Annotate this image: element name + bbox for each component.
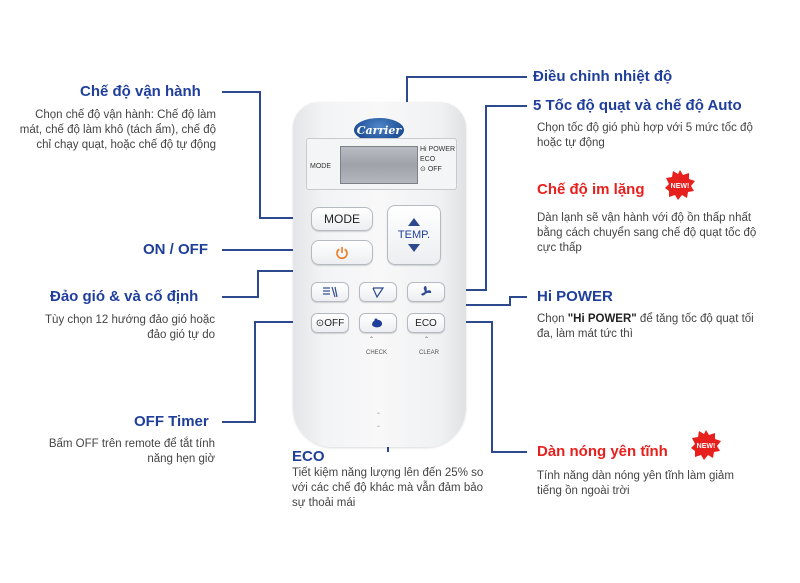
outdoor-desc: Tính năng dàn nóng yên tĩnh làm giảm tiế… xyxy=(537,469,734,499)
lcd-eco-label: ECO xyxy=(420,156,436,163)
lcd-hipower-label: Hi POWER xyxy=(420,146,455,153)
eco-desc-line: Tiết kiệm năng lượng lên đến 25% so xyxy=(292,467,484,479)
hipower-desc-pre: Chọn xyxy=(537,313,568,325)
onoff-title: ON / OFF xyxy=(143,241,208,258)
mode-desc-line: Chọn chế độ vận hành: Chế độ làm xyxy=(35,109,216,121)
remote-mark: ⌃ xyxy=(376,426,382,432)
check-arrow-icon: ⌃ xyxy=(369,337,375,343)
eco-desc: Tiết kiệm năng lượng lên đến 25% so với … xyxy=(292,466,483,511)
power-icon xyxy=(336,246,348,259)
hipower-desc-post: để tăng tốc độ quạt tối xyxy=(636,313,754,325)
fan-desc-line: hoặc tự động xyxy=(537,137,605,149)
check-label: CHECK xyxy=(366,350,388,356)
quiet-desc-line: Dàn lạnh sẽ vận hành với độ ồn thấp nhất xyxy=(537,212,752,224)
swing-title: Đảo gió & và cố định xyxy=(50,288,199,305)
temp-button[interactable]: TEMP. xyxy=(387,205,441,265)
temp-down-icon[interactable] xyxy=(408,244,420,252)
lcd-display xyxy=(340,146,418,184)
hipower-desc: Chọn "Hi POWER" để tăng tốc độ quạt tối … xyxy=(537,312,754,342)
clear-label: CLEAR xyxy=(419,350,440,356)
new-badge-icon: NEW! xyxy=(691,430,721,460)
swing-button[interactable] xyxy=(311,282,349,302)
clear-arrow-icon: ⌃ xyxy=(424,337,430,343)
fan-desc: Chọn tốc độ gió phù hợp với 5 mức tốc độ… xyxy=(537,121,753,151)
fan-icon xyxy=(421,286,432,296)
mode-desc-line: mát, chế độ làm khô (tách ẩm), chế độ xyxy=(19,124,216,136)
fan-speed-button[interactable] xyxy=(407,282,445,302)
off-timer-button[interactable]: ⊙OFF xyxy=(311,313,349,333)
outdoor-title: Dàn nóng yên tĩnh xyxy=(537,443,668,460)
lcd-mode-label: MODE xyxy=(310,163,331,170)
hipower-desc-line: đa, làm mát tức thì xyxy=(537,328,633,340)
new-badge-icon: NEW! xyxy=(665,170,695,200)
swing-desc-line: Tùy chọn 12 hướng đảo gió hoặc xyxy=(45,314,215,326)
new-badge-text: NEW! xyxy=(697,443,716,450)
new-badge-text: NEW! xyxy=(671,183,690,190)
mode-desc: Chọn chế độ vận hành: Chế độ làm mát, ch… xyxy=(20,108,216,153)
timer-desc: Bấm OFF trên remote để tắt tính năng hẹn… xyxy=(49,437,215,467)
fan-desc-line: Chọn tốc độ gió phù hợp với 5 mức tốc độ xyxy=(537,122,753,134)
temp-up-icon[interactable] xyxy=(408,218,420,226)
mode-title: Chế độ vận hành xyxy=(80,83,201,100)
mode-desc-line: chỉ chạy quạt, hoặc chế độ tự động xyxy=(36,139,216,151)
quiet-desc-line: bằng cách chuyển sang chế độ quạt tốc độ xyxy=(537,227,757,239)
hipower-title: Hi POWER xyxy=(537,288,613,305)
temp-label: TEMP. xyxy=(397,229,431,241)
eco-desc-line: sự thoải mái xyxy=(292,497,356,509)
timer-desc-line: năng hẹn giờ xyxy=(147,453,215,465)
hipower-icon xyxy=(372,318,383,328)
quiet-desc-line: cực thấp xyxy=(537,242,582,254)
mode-button[interactable]: MODE xyxy=(311,207,373,231)
eco-desc-line: với các chế độ khác mà vẫn đảm bảo xyxy=(292,482,484,494)
fix-direction-button[interactable] xyxy=(359,282,397,302)
swing-desc: Tùy chọn 12 hướng đảo gió hoặc đảo gió t… xyxy=(45,313,215,343)
timer-desc-line: Bấm OFF trên remote để tắt tính xyxy=(48,438,215,450)
outdoor-desc-line: Tính năng dàn nóng yên tĩnh làm giảm xyxy=(537,470,734,482)
fan-title: 5 Tốc độ quạt và chế độ Auto xyxy=(533,97,742,114)
hipower-desc-bold: "Hi POWER" xyxy=(567,313,637,325)
hipower-desc-line: Chọn "Hi POWER" để tăng tốc độ quạt tối xyxy=(537,312,754,327)
swing-icon xyxy=(323,286,338,298)
off-timer-label: OFF xyxy=(324,317,345,329)
timer-title: OFF Timer xyxy=(134,413,209,430)
quiet-desc: Dàn lạnh sẽ vận hành với độ ồn thấp nhất… xyxy=(537,211,756,256)
swing-desc-line: đảo gió tự do xyxy=(147,329,215,341)
quiet-title: Chế độ im lặng xyxy=(537,181,645,198)
hipower-button[interactable] xyxy=(359,313,397,333)
lcd-off-text: OFF xyxy=(427,166,442,173)
lcd-off-label: ⊙ OFF xyxy=(420,166,442,173)
temp-title: Điều chỉnh nhiệt độ xyxy=(533,68,673,85)
eco-title: ECO xyxy=(292,448,325,465)
remote-mark: ⌃ xyxy=(376,413,382,419)
fix-direction-icon xyxy=(372,287,385,298)
eco-button[interactable]: ECO xyxy=(407,313,445,333)
power-button[interactable] xyxy=(311,240,373,265)
outdoor-desc-line: tiếng ồn ngoài trời xyxy=(537,485,630,497)
